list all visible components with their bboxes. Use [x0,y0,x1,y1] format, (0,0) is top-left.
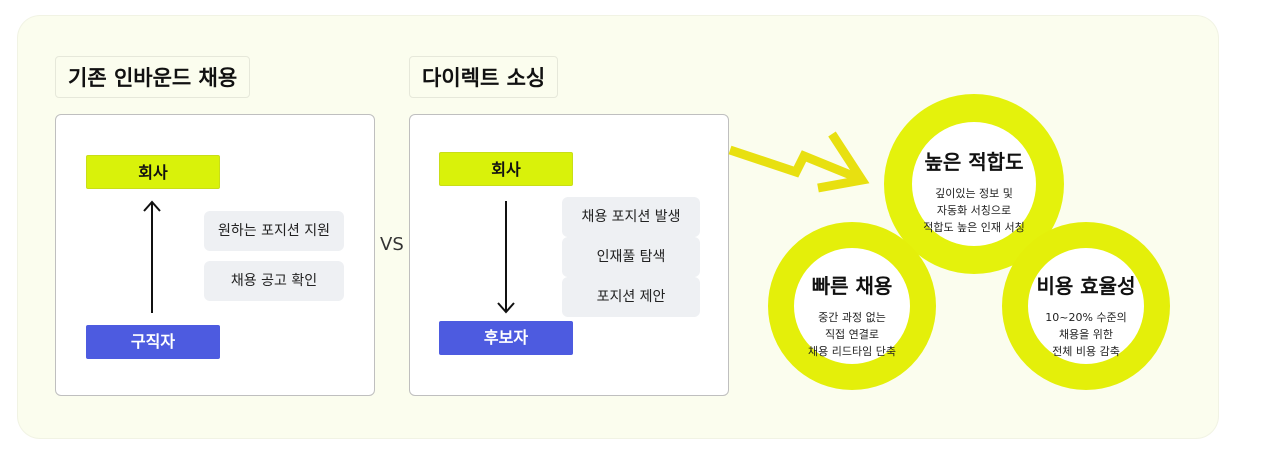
desc-line: 깊이있는 정보 및 [935,187,1013,200]
desc-line: 전체 비용 감축 [1052,345,1120,358]
inbound-candidate-bar: 구직자 [86,325,220,359]
direct-step-1: 채용 포지션 발생 [562,197,700,237]
inbound-panel: 회사 원하는 포지션 지원 채용 공고 확인 구직자 [55,114,375,396]
benefit-high-fit: 높은 적합도 깊이있는 정보 및 자동화 서칭으로 적합도 높은 인재 서칭 [904,146,1044,236]
benefit-fast-hiring: 빠른 채용 중간 과정 없는 직접 연결로 채용 리드타임 단축 [782,270,922,360]
benefit-desc: 깊이있는 정보 및 자동화 서칭으로 적합도 높은 인재 서칭 [904,185,1044,236]
direct-step-2: 인재풀 탐색 [562,237,700,277]
benefit-cost-efficiency: 비용 효율성 10~20% 수준의 채용을 위한 전체 비용 감축 [1016,270,1156,360]
inbound-step-1: 원하는 포지션 지원 [204,211,344,251]
direct-sourcing-panel: 회사 채용 포지션 발생 인재풀 탐색 포지션 제안 후보자 [409,114,729,396]
inbound-title: 기존 인바운드 채용 [55,56,251,98]
desc-line: 직접 연결로 [824,328,880,341]
direct-candidate-bar: 후보자 [439,321,573,355]
benefit-desc: 10~20% 수준의 채용을 위한 전체 비용 감축 [1016,309,1156,360]
direct-step-3: 포지션 제안 [562,277,700,317]
inbound-step-2: 채용 공고 확인 [204,261,344,301]
desc-line: 채용 리드타임 단축 [808,345,896,358]
benefit-title: 높은 적합도 [924,150,1024,174]
desc-line: 채용을 위한 [1058,328,1114,341]
benefit-desc: 중간 과정 없는 직접 연결로 채용 리드타임 단축 [782,309,922,360]
benefit-title: 빠른 채용 [811,274,893,298]
down-arrow-icon [497,201,515,314]
direct-sourcing-title: 다이렉트 소싱 [409,56,559,98]
desc-line: 중간 과정 없는 [818,311,886,324]
benefit-title: 비용 효율성 [1036,274,1136,298]
desc-line: 10~20% 수준의 [1045,311,1127,324]
vs-label: VS [380,234,404,255]
desc-line: 자동화 서칭으로 [936,204,1012,217]
desc-line: 적합도 높은 인재 서칭 [923,221,1025,234]
zigzag-arrow-icon [728,131,870,193]
inbound-company-bar: 회사 [86,155,220,189]
direct-company-bar: 회사 [439,152,573,186]
up-arrow-icon [143,200,161,313]
